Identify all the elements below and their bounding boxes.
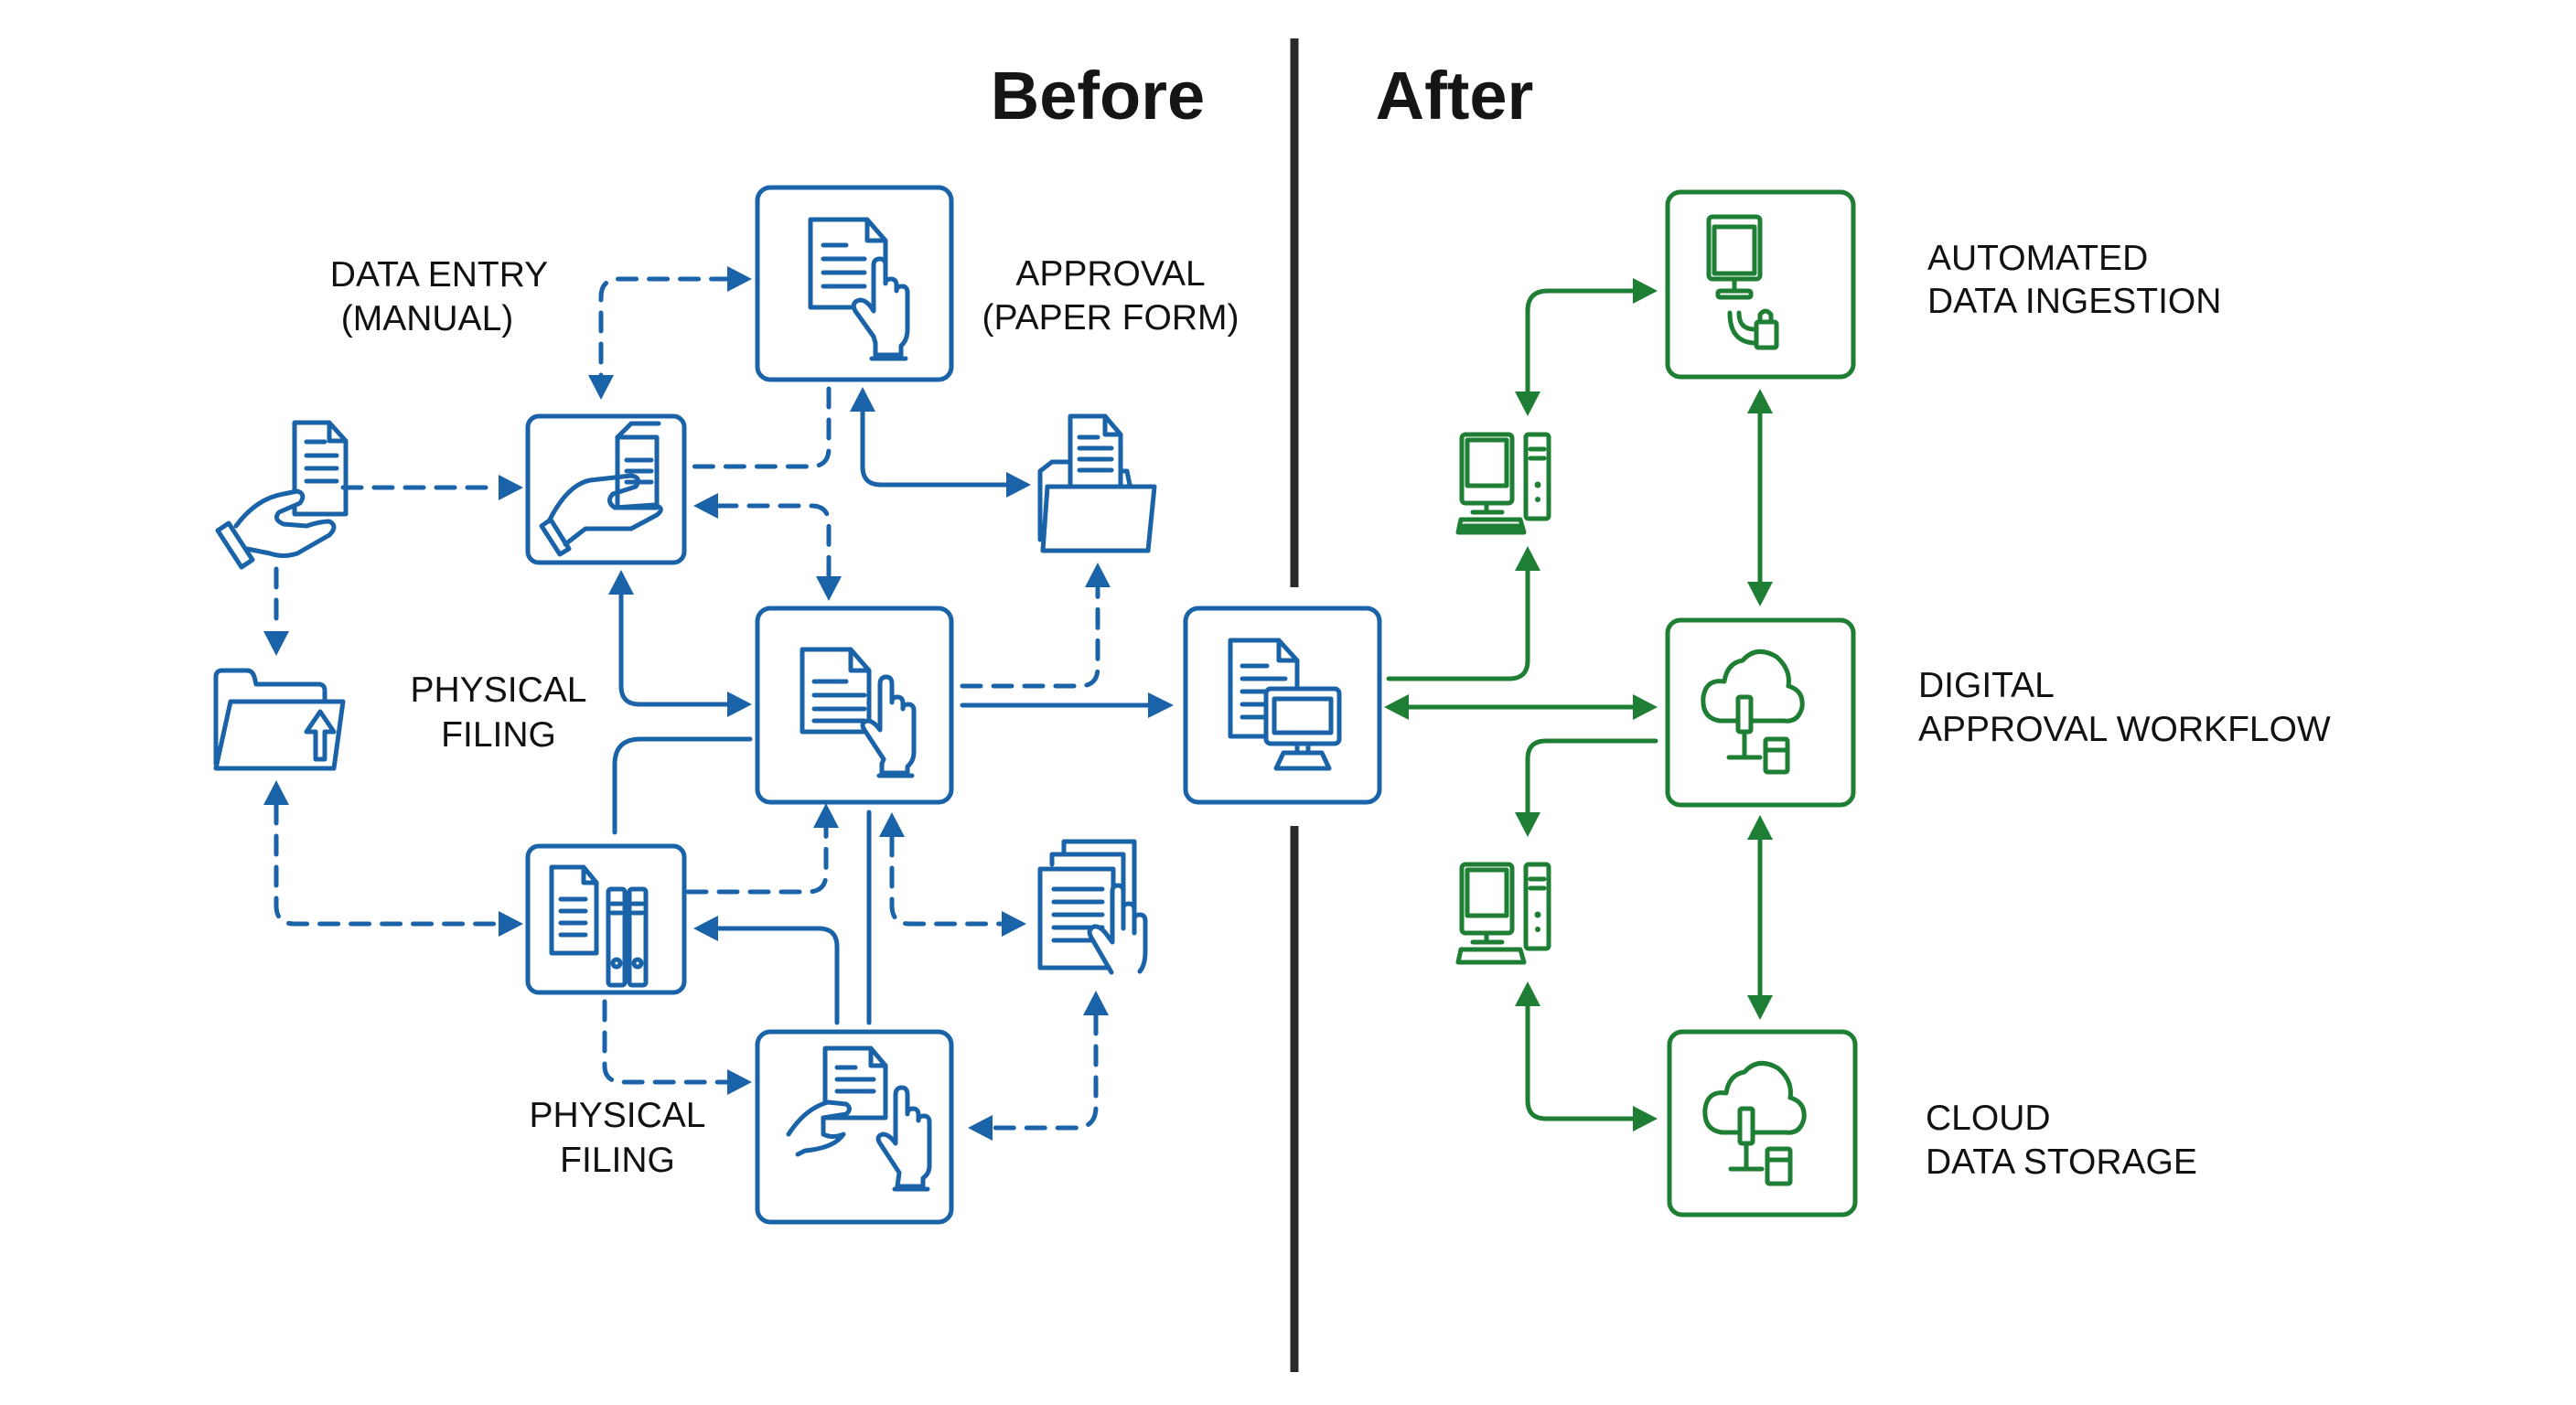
storage-label-line1: CLOUD	[1926, 1099, 2051, 1138]
document-stack-hand-icon	[1037, 839, 1148, 975]
node-folder-upload[interactable]	[213, 668, 346, 771]
approval-label-line1: APPROVAL	[1015, 254, 1205, 294]
before-connectors	[263, 266, 1174, 1141]
cloud-network-icon	[1702, 1060, 1807, 1186]
document-binders-icon	[549, 864, 649, 988]
node-hand-offering-document[interactable]	[215, 420, 349, 570]
ingestion-label-line1: AUTOMATED	[1927, 239, 2148, 278]
folder-upload-icon	[213, 668, 346, 771]
ingestion-label-line2: DATA INGESTION	[1927, 282, 2221, 321]
node-workstation-bottom[interactable]	[1455, 862, 1551, 965]
physical-filing-label-2-line1: PHYSICAL	[530, 1096, 706, 1135]
node-folder-with-document[interactable]	[1037, 413, 1157, 553]
document-hand-icon	[800, 647, 917, 778]
node-physical-filing-binders[interactable]	[525, 843, 687, 995]
after-connectors	[1384, 278, 1773, 1132]
folder-document-icon	[1037, 413, 1157, 553]
approval-label-line2: (PAPER FORM)	[982, 298, 1240, 338]
before-heading: Before	[991, 58, 1205, 134]
node-data-entry-manual[interactable]	[525, 413, 687, 565]
storage-label-line2: DATA STORAGE	[1926, 1142, 2197, 1182]
document-hand-icon	[808, 217, 910, 361]
monitor-database-icon	[1706, 214, 1779, 350]
desktop-computer-icon	[1455, 432, 1551, 535]
physical-filing-label-2-line2: FILING	[560, 1141, 675, 1180]
data-entry-label-line2: (MANUAL)	[341, 299, 514, 338]
node-approval-paper-form[interactable]	[755, 185, 954, 382]
node-workstation-top[interactable]	[1455, 432, 1551, 535]
node-digital-approval-workflow[interactable]	[1665, 617, 1856, 808]
after-heading: After	[1376, 58, 1534, 134]
node-handling-paper[interactable]	[755, 1029, 954, 1225]
hands-document-icon	[786, 1046, 932, 1192]
physical-filing-label-1-line1: PHYSICAL	[411, 670, 587, 710]
cloud-network-icon	[1701, 649, 1805, 775]
node-automated-data-ingestion[interactable]	[1665, 189, 1856, 380]
hand-document-icon	[215, 420, 349, 570]
data-entry-label-line1: DATA ENTRY	[330, 255, 548, 295]
node-stacked-documents[interactable]	[1037, 839, 1148, 975]
physical-filing-label-1-line2: FILING	[441, 715, 556, 755]
node-document-to-computer-hub[interactable]	[1183, 606, 1382, 805]
workflow-label-line2: APPROVAL WORKFLOW	[1918, 710, 2331, 749]
desktop-computer-icon	[1455, 862, 1551, 965]
document-computer-icon	[1228, 638, 1342, 771]
workflow-label-line1: DIGITAL	[1918, 666, 2055, 705]
node-cloud-data-storage[interactable]	[1667, 1029, 1858, 1217]
hand-document-icon	[539, 421, 663, 557]
node-review-document[interactable]	[755, 606, 954, 805]
